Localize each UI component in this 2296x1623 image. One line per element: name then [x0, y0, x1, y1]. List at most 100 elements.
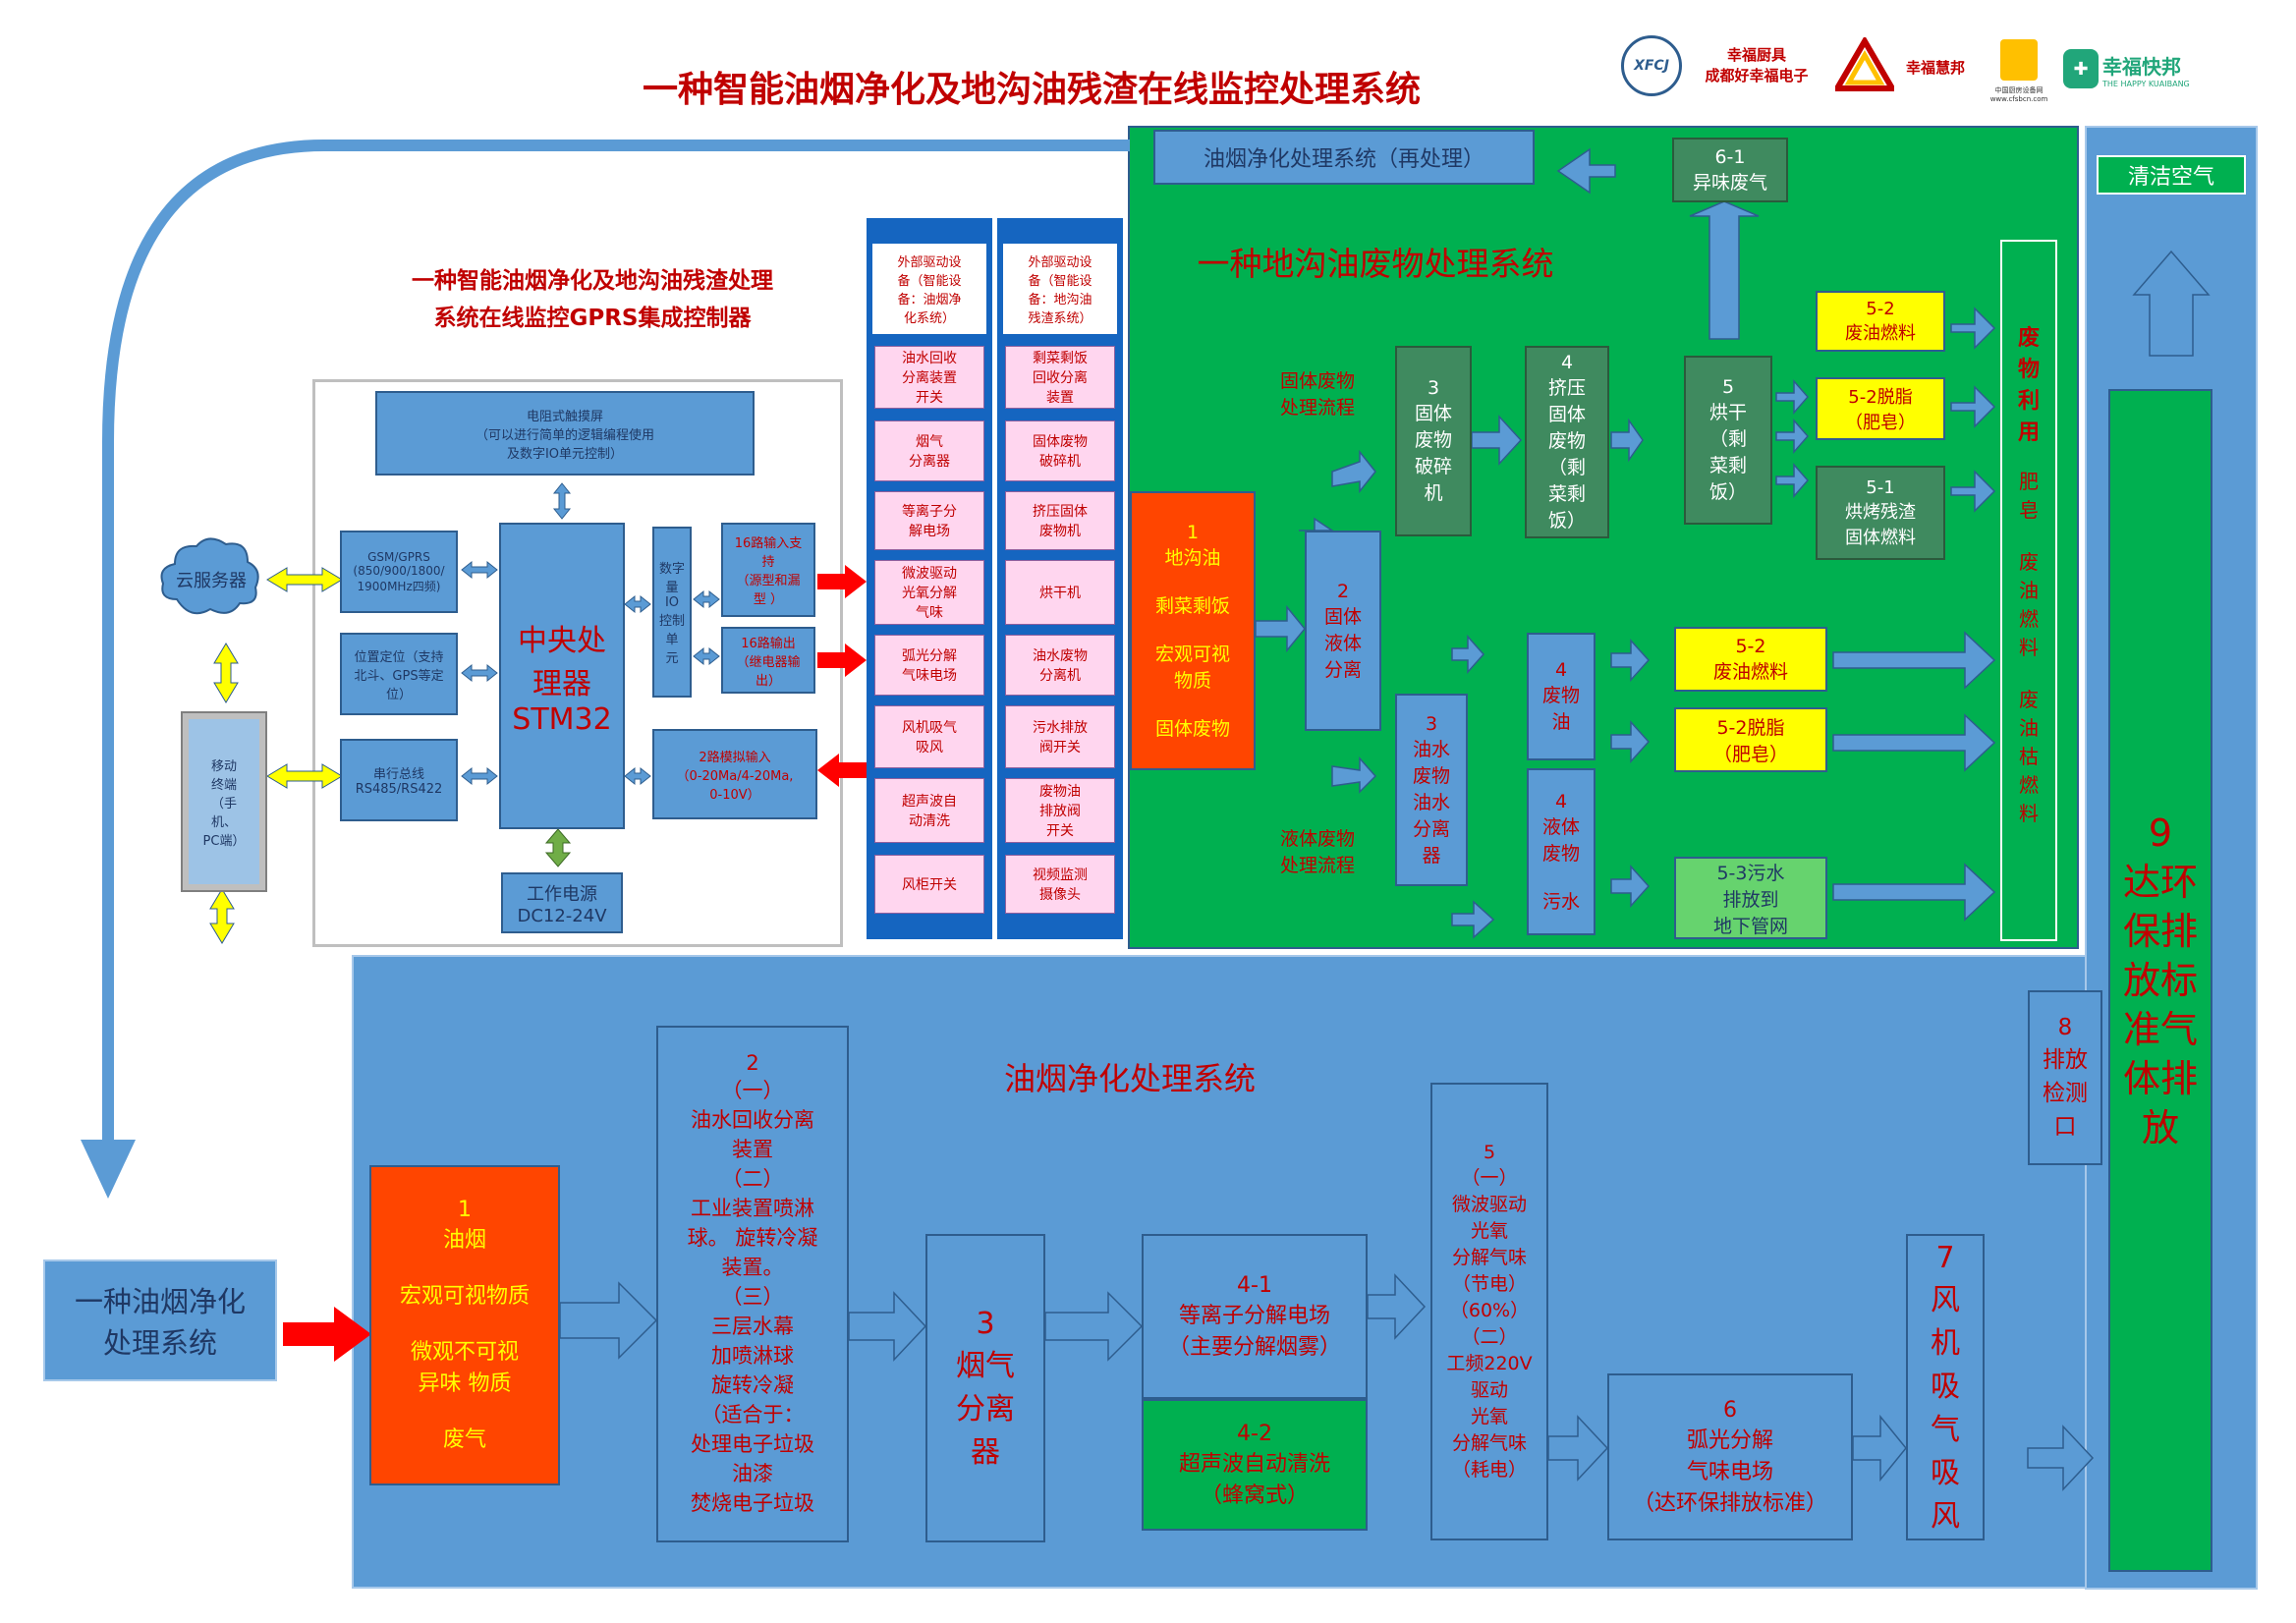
external-smoke-item: 风柜开关	[874, 855, 984, 914]
kuaibang-logo-title: 幸福快邦	[2102, 55, 2181, 79]
external-waste-item: 固体废物 破碎机	[1005, 420, 1115, 481]
logo-company-text: 幸福厨具 成都好幸福电子	[1705, 46, 1809, 84]
serial-bus-box: 串行总线 RS485/RS422	[340, 739, 458, 821]
reuse-items: 肥 皂 废 油 燃 料 废 油 枯 燃 料	[2019, 470, 2039, 825]
blue-arrow-gsm-cpu	[461, 560, 498, 580]
external-smoke-item: 等离子分 解电场	[874, 491, 984, 550]
kuaibang-logo-icon: ✚	[2063, 49, 2099, 88]
red-arrow-out16	[817, 644, 867, 677]
io-unit-box: 数字 量 IO 控制 单 元	[652, 527, 692, 698]
arrow-oil-soap	[1610, 720, 1651, 763]
cloud-icon	[160, 537, 259, 615]
external-waste-item: 挤压固体 废物机	[1005, 491, 1115, 550]
arrow-s6-s7	[1852, 1414, 1907, 1483]
arrow-dry-bake	[1775, 463, 1809, 498]
arrow-dry-soap	[1775, 419, 1809, 454]
smoke-step-41: 4-1 等离子分解电场 （主要分解烟雾）	[1142, 1234, 1368, 1399]
smoke-step-2: 2 （一） 油水回收分离 装置 （二） 工业装置喷淋 球。 旋转冷凝 装置。 （…	[656, 1026, 849, 1542]
arrow-input-sep	[1255, 604, 1306, 653]
waste-reuse-column: 废 物 利 用 肥 皂 废 油 燃 料 废 油 枯 燃 料	[2000, 240, 2057, 941]
smoke-step-7: 7 风 机 吸 气 吸 风	[1906, 1234, 1985, 1540]
smoke-system-title: 油烟净化处理系统	[1003, 1060, 1256, 1097]
arrow-sep-up	[1299, 517, 1335, 532]
arrow-water-sewage	[1610, 865, 1651, 908]
external-waste-item: 烘干机	[1005, 560, 1115, 625]
arrow-soap-reuse	[1950, 385, 1996, 428]
waste-press-4: 4 挤压 固体 废物 （剩 菜剩 饭）	[1525, 346, 1609, 538]
output16-box: 16路输出 （继电器输 出）	[721, 627, 815, 694]
cloud-label: 云服务器	[176, 571, 247, 591]
kuaibang-logo-sub: THE HAPPY KUAIBANG	[2102, 80, 2190, 88]
smoke-system-left-label: 一种油烟净化 处理系统	[43, 1259, 277, 1381]
blue-arrow-cpu-io	[624, 594, 651, 614]
external-smoke-item: 微波驱动 光氧分解 气味	[874, 560, 984, 625]
huibang-logo-text: 幸福慧邦	[1905, 58, 1965, 77]
arrow-fuel52b-right	[1832, 631, 1996, 690]
waste-water-4: 4 液体 废物 污水	[1527, 768, 1596, 935]
arrow-liquid-flow	[1331, 756, 1377, 794]
blue-arrow-serial-cpu	[461, 766, 498, 786]
cpu-box: 中央处 理器 STM32	[499, 523, 625, 829]
waste-fuel-52a: 5-2 废油燃料	[1816, 291, 1945, 352]
external-smoke-item: 风机吸气 吸风	[874, 705, 984, 768]
waste-soap-52a: 5-2脱脂 （肥皂）	[1816, 377, 1945, 440]
power-box: 工作电源 DC12-24V	[501, 872, 623, 933]
arrow-dry-to-gas	[1689, 200, 1760, 340]
blue-arrow-touch-cpu	[552, 482, 572, 520]
page-title: 一种智能油烟净化及地沟油残渣在线监控处理系统	[642, 70, 1421, 110]
green-arrow-power-cpu	[544, 828, 572, 867]
arrow-dry-fuel	[1775, 379, 1809, 415]
cfsbcn-logo-text: 中国厨房设备网 www.cfsbcn.com	[1989, 86, 2048, 103]
yellow-arrow-cloud-gsm	[266, 567, 343, 592]
xfcj-logo-icon: XFCJ	[1621, 35, 1682, 96]
external-smoke-header: 外部驱动设 备（智能设 备：油烟净 化系统）	[872, 244, 986, 334]
red-arrow-in16	[817, 565, 867, 598]
waste-sep-2: 2 固体 液体 分离	[1305, 531, 1381, 731]
waste-input-1: 1 地沟油 剩菜剩饭 宏观可视 物质 固体废物	[1130, 491, 1256, 770]
smoke-step-3: 3 烟气 分离 器	[925, 1234, 1045, 1542]
waste-fuel-52b: 5-2 废油燃料	[1674, 627, 1827, 692]
external-waste-item: 油水废物 分离机	[1005, 635, 1115, 696]
arrow-oil-fuel	[1610, 639, 1651, 682]
waste-oil-4: 4 废物 油	[1527, 633, 1596, 760]
external-waste-item: 污水排放 阀开关	[1005, 705, 1115, 768]
waste-soap-52b: 5-2脱脂 （肥皂）	[1674, 707, 1827, 772]
solid-flow-label: 固体废物 处理流程	[1279, 370, 1355, 419]
analog-input-box: 2路模拟输入 （0-20Ma/4-20Ma, 0-10V）	[652, 729, 817, 819]
reprocess-box: 油烟净化处理系统（再处理）	[1153, 130, 1535, 185]
return-curve-arrowhead	[81, 1140, 136, 1199]
external-waste-item: 剩菜剩饭 回收分离 装置	[1005, 346, 1115, 409]
yellow-arrow-mobile-serial	[266, 763, 343, 789]
external-waste-item: 视频监测 摄像头	[1005, 855, 1115, 914]
waste-sewage-53: 5-3污水 排放到 地下管网	[1674, 857, 1827, 939]
arrow-s5-s6	[1547, 1415, 1609, 1482]
arrow-s3-s41	[1044, 1291, 1144, 1362]
waste-bake-51: 5-1 烘烤残渣 固体燃料	[1816, 466, 1945, 560]
external-waste-item: 废物油 排放阀 开关	[1005, 778, 1115, 843]
waste-oilsep-3: 3 油水 废物 油水 分离 器	[1395, 694, 1468, 886]
blue-arrow-loc-cpu	[461, 663, 498, 683]
cloud-server: 云服务器	[157, 531, 265, 629]
smoke-step-6: 6 弧光分解 气味电场 （达环保排放标准）	[1607, 1373, 1853, 1540]
location-box: 位置定位（支持 北斗、GPS等定 位）	[340, 633, 458, 715]
waste-gas-61: 6-1 异味废气	[1672, 138, 1788, 202]
arrow-sep-oil	[1451, 635, 1485, 674]
external-waste-header: 外部驱动设 备（智能设 备：地沟油 残渣系统）	[1003, 244, 1117, 334]
arrow-soap52b-right	[1832, 713, 1996, 772]
external-smoke-item: 烟气 分离器	[874, 420, 984, 481]
blue-arrow-cpu-analog	[624, 766, 651, 786]
arrow-s7-out	[2027, 1425, 2095, 1491]
gsm-box: GSM/GPRS (850/900/1800/ 1900MHz四频)	[340, 531, 458, 613]
arrow-bake-reuse	[1950, 470, 1996, 513]
external-smoke-item: 油水回收 分离装置 开关	[874, 346, 984, 409]
arrow-fuel-reuse	[1950, 307, 1996, 350]
liquid-flow-label: 液体废物 处理流程	[1279, 828, 1355, 876]
arrow-solid-flow	[1331, 449, 1376, 494]
emission-9: 9 达环 保排 放标 准气 体排 放	[2108, 389, 2212, 1572]
arrow-s2-s3	[848, 1291, 927, 1362]
arrow-s41-s5	[1367, 1273, 1427, 1340]
waste-dry-5: 5 烘干 （剩 菜剩 饭）	[1684, 356, 1772, 525]
return-curve-arrow	[102, 140, 1130, 1140]
external-smoke-item: 弧光分解 气味电场	[874, 635, 984, 696]
